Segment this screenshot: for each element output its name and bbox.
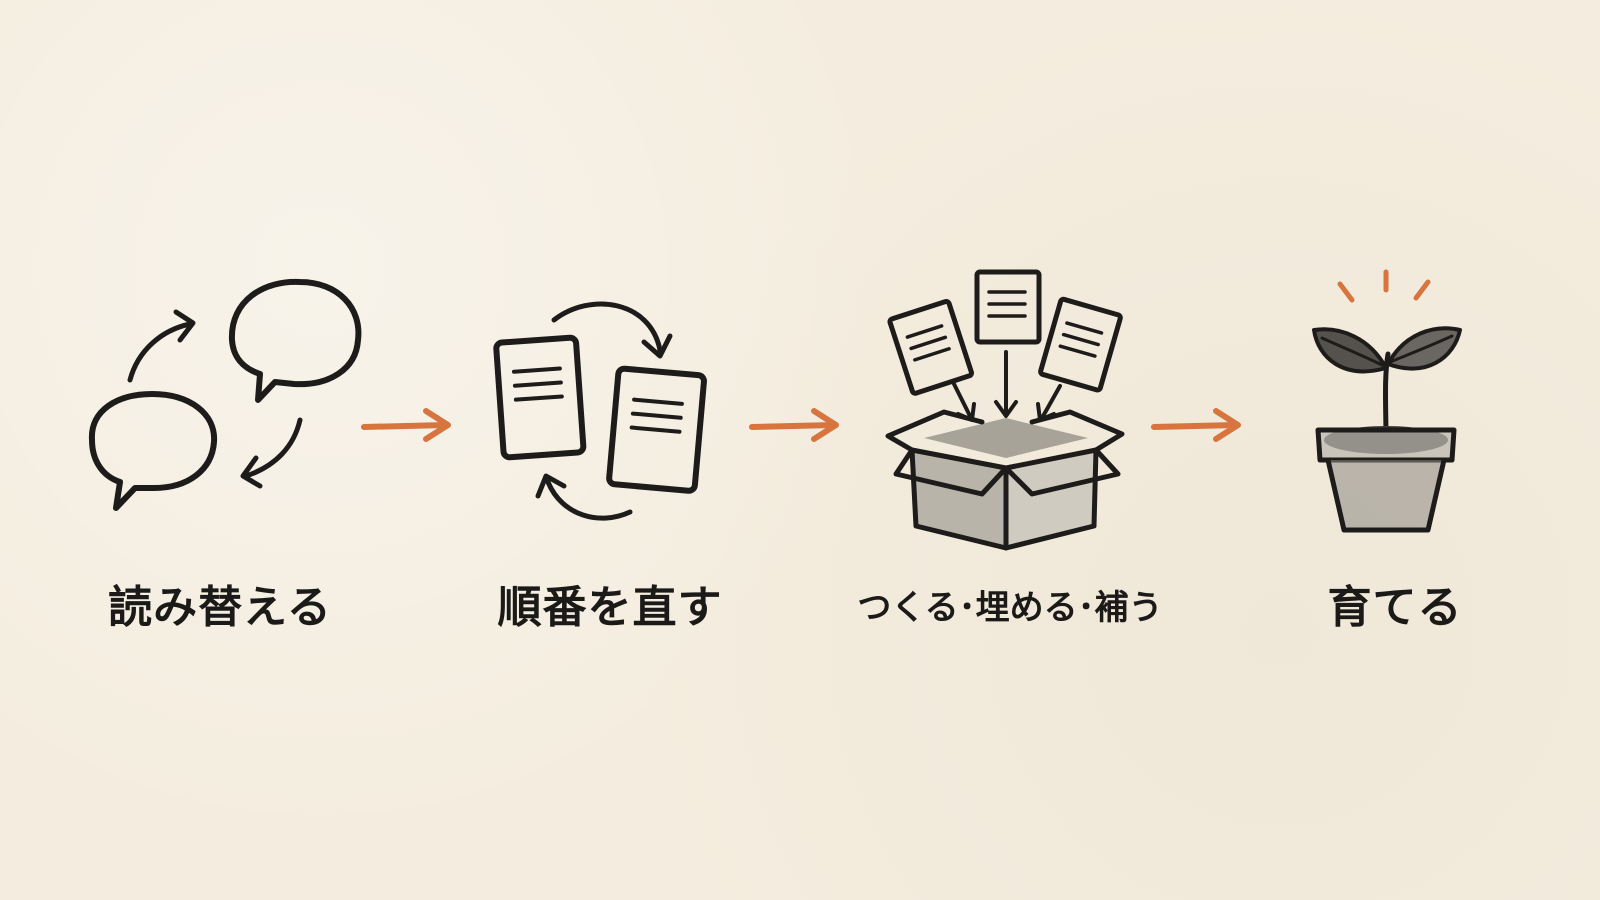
documents-reorder-icon xyxy=(490,290,730,530)
flow-arrow-1 xyxy=(360,405,460,445)
box-with-documents-icon xyxy=(882,268,1132,558)
speech-bubbles-exchange-icon xyxy=(80,270,362,530)
step-label-4: 育てる xyxy=(1327,582,1463,633)
flow-arrow-3 xyxy=(1150,405,1250,445)
flow-arrow-2 xyxy=(748,405,848,445)
step-label-2: 順番を直す xyxy=(497,582,723,633)
step-label-1: 読み替える xyxy=(108,582,332,633)
step-label-3: つくる･埋める･補う xyxy=(857,588,1163,628)
sprout-in-pot-icon xyxy=(1300,268,1470,548)
